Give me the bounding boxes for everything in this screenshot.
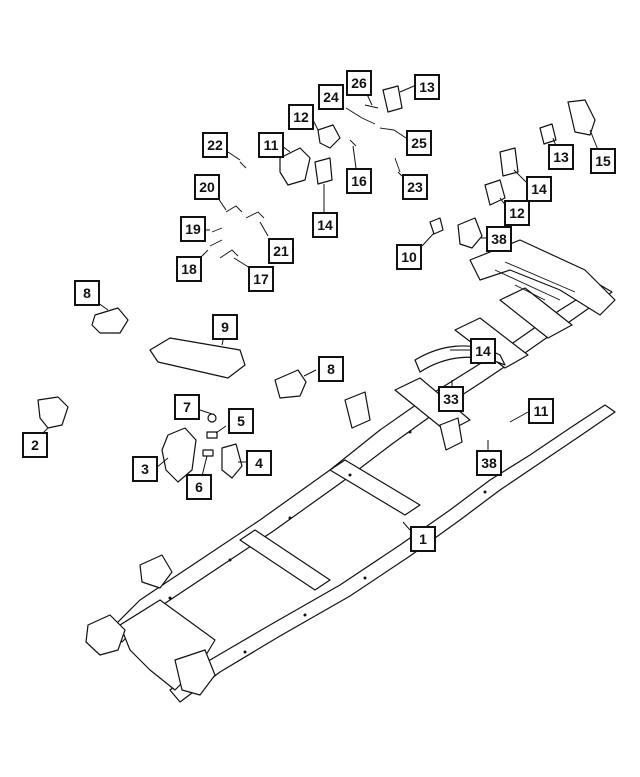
frame-crossmember-2	[329, 459, 421, 516]
callout-17: 17	[248, 266, 274, 292]
part-20-bracket	[225, 205, 243, 213]
callout-4: 4	[246, 450, 272, 476]
part-5-spacer	[206, 431, 218, 439]
callout-38-upper: 38	[486, 226, 512, 252]
part-8-bracket-upper	[91, 307, 129, 334]
callout-22: 22	[202, 132, 228, 158]
callout-24: 24	[318, 84, 344, 110]
frame-crossmember-3	[394, 377, 471, 433]
callout-1: 1	[410, 526, 436, 552]
part-24-rod	[361, 117, 376, 125]
frame-mid-bracket	[344, 391, 371, 429]
part-9-skid-plate	[149, 337, 246, 379]
part-6-spacer	[202, 449, 214, 457]
callout-6: 6	[186, 474, 212, 500]
main-frame	[85, 239, 616, 703]
part-14-bracket-upper	[314, 157, 333, 185]
callout-38-lower: 38	[476, 450, 502, 476]
callout-5: 5	[228, 408, 254, 434]
callout-8-lower: 8	[318, 356, 344, 382]
callout-13-upper: 13	[414, 74, 440, 100]
frame-crossmember-1	[239, 529, 331, 591]
callout-18: 18	[176, 256, 202, 282]
part-38-bracket	[457, 217, 483, 249]
callout-14-right: 14	[526, 176, 552, 202]
callout-11-upper: 11	[258, 132, 284, 158]
leader-lines	[39, 85, 599, 531]
part-11-bracket	[279, 147, 311, 186]
callout-14-frame: 14	[470, 338, 496, 364]
part-23-rod	[394, 157, 401, 173]
part-10-clip	[429, 217, 444, 235]
part-19-bolt	[211, 227, 223, 233]
callout-8-upper: 8	[74, 280, 100, 306]
callout-12-right: 12	[504, 200, 530, 226]
callout-13-right: 13	[548, 144, 574, 170]
callout-10: 10	[396, 244, 422, 270]
part-15-bracket	[567, 99, 596, 136]
part-22-bolt	[239, 161, 247, 169]
frame-front-mount	[139, 554, 173, 589]
callout-14-upper: 14	[312, 212, 338, 238]
frame-rear-cross-detail	[494, 261, 576, 301]
part-12-bracket-upper	[317, 124, 341, 149]
callout-23: 23	[402, 174, 428, 200]
callout-19: 19	[180, 216, 206, 242]
callout-16: 16	[346, 168, 372, 194]
callout-7: 7	[174, 394, 200, 420]
frame-rear-section	[469, 239, 616, 316]
part-17-clip	[219, 249, 239, 259]
part-16-pin	[349, 139, 357, 147]
part-3-mount-bracket	[161, 427, 197, 483]
frame-front-lower	[174, 649, 216, 696]
part-25-rod	[379, 127, 395, 131]
callout-25: 25	[406, 130, 432, 156]
part-14-bracket-right	[499, 147, 519, 177]
callout-26: 26	[346, 70, 372, 96]
callout-2: 2	[22, 432, 48, 458]
callout-15: 15	[590, 148, 616, 174]
part-13-bracket-upper	[382, 85, 403, 113]
callout-9: 9	[212, 314, 238, 340]
part-4-plate	[221, 443, 243, 479]
callout-11-lower: 11	[528, 398, 554, 424]
part-13-bracket-right	[539, 123, 557, 145]
callout-12-upper: 12	[288, 104, 314, 130]
callout-33: 33	[438, 386, 464, 412]
callout-3: 3	[132, 456, 158, 482]
part-26-rod	[364, 104, 379, 109]
callout-21: 21	[268, 238, 294, 264]
frame-crossmember-5	[499, 287, 573, 339]
callout-20: 20	[194, 174, 220, 200]
frame-front-bumper-mount	[85, 614, 126, 656]
frame-right-rail	[169, 404, 616, 703]
part-21-bracket	[245, 211, 265, 219]
frame-mid-bracket-2	[439, 417, 463, 451]
part-2-bracket	[37, 396, 69, 429]
part-7-nut	[207, 413, 217, 423]
part-18-bolt	[209, 239, 223, 247]
part-8-bracket-lower	[274, 369, 307, 399]
